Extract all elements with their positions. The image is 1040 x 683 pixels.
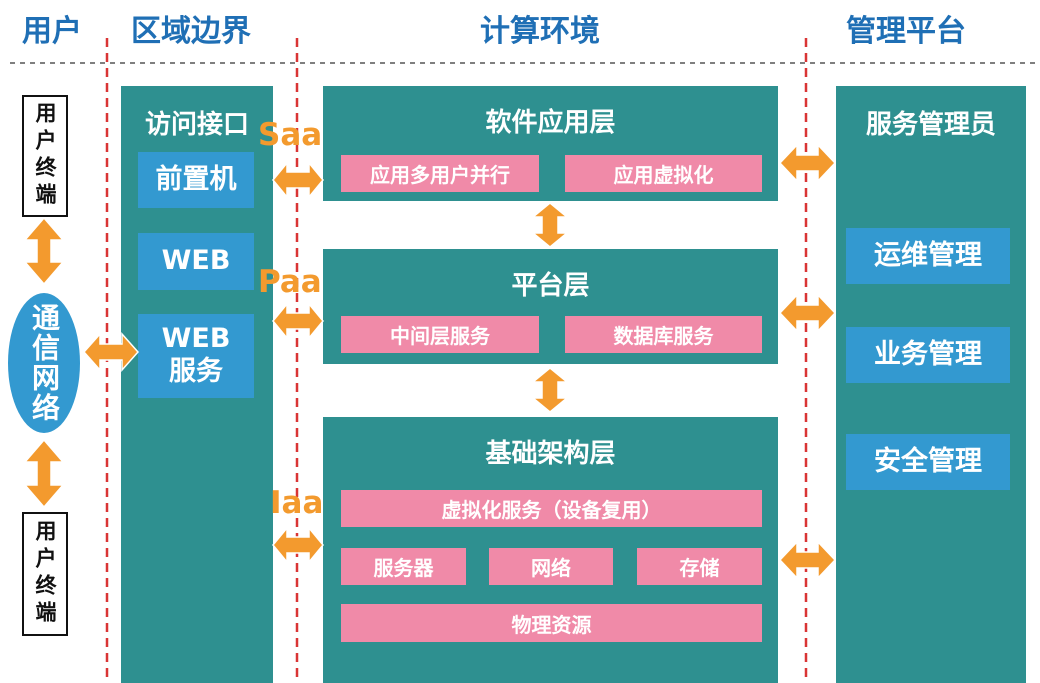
header-compute: 计算环境	[480, 14, 600, 49]
arrow-boundary-iaas	[272, 527, 324, 563]
physical-resources-box: 物理资源	[341, 604, 762, 642]
software-layer-panel: 软件应用层 应用多用户并行 应用虚拟化	[323, 86, 778, 201]
web-service-label: WEB服务	[161, 323, 231, 387]
boundary-panel: 访问接口 前置机 WEB WEB服务	[121, 86, 273, 683]
web-box: WEB	[138, 233, 254, 290]
header-user: 用户	[22, 14, 82, 49]
arrow-saas-mgmt	[778, 143, 837, 183]
app-virtualization-box: 应用虚拟化	[565, 155, 762, 192]
infrastructure-layer-title: 基础架构层	[485, 439, 616, 469]
header-boundary: 区域边界	[131, 14, 251, 49]
web-service-box: WEB服务	[138, 314, 254, 398]
arrow-network-terminal-bottom	[23, 438, 65, 509]
ops-management-box: 运维管理	[846, 228, 1010, 284]
business-management-box: 业务管理	[846, 327, 1010, 383]
virtualization-service-box: 虚拟化服务（设备复用）	[341, 490, 762, 527]
server-box: 服务器	[341, 548, 466, 585]
header-mgmt: 管理平台	[846, 14, 966, 49]
platform-layer-panel: 平台层 中间层服务 数据库服务	[323, 249, 778, 364]
management-panel-title: 服务管理员	[865, 110, 996, 140]
user-terminal-bottom: 用户终端	[22, 512, 68, 636]
network-box: 网络	[489, 548, 613, 585]
arrow-boundary-saas	[272, 162, 324, 198]
arrow-paas-mgmt	[778, 293, 837, 333]
communication-network: 通信网络	[8, 293, 80, 433]
middleware-service-box: 中间层服务	[341, 316, 539, 353]
software-layer-title: 软件应用层	[485, 108, 616, 138]
arrow-boundary-paas	[272, 303, 324, 339]
user-terminal-top: 用户终端	[22, 95, 68, 217]
arrow-paas-iaas	[532, 367, 568, 413]
arrow-saas-paas	[532, 202, 568, 248]
database-service-box: 数据库服务	[565, 316, 762, 353]
front-end-processor-box: 前置机	[138, 152, 254, 208]
boundary-panel-title: 访问接口	[144, 110, 249, 140]
platform-layer-title: 平台层	[511, 271, 590, 301]
storage-box: 存储	[637, 548, 762, 585]
infrastructure-layer-panel: 基础架构层 虚拟化服务（设备复用） 服务器 网络 存储 物理资源	[323, 417, 778, 683]
arrow-terminal-network-top	[23, 216, 65, 286]
arrow-iaas-mgmt	[778, 540, 837, 580]
arrow-network-boundary	[82, 332, 140, 372]
security-management-box: 安全管理	[846, 434, 1010, 490]
multi-user-app-box: 应用多用户并行	[341, 155, 539, 192]
management-panel: 服务管理员 运维管理 业务管理 安全管理	[836, 86, 1026, 683]
